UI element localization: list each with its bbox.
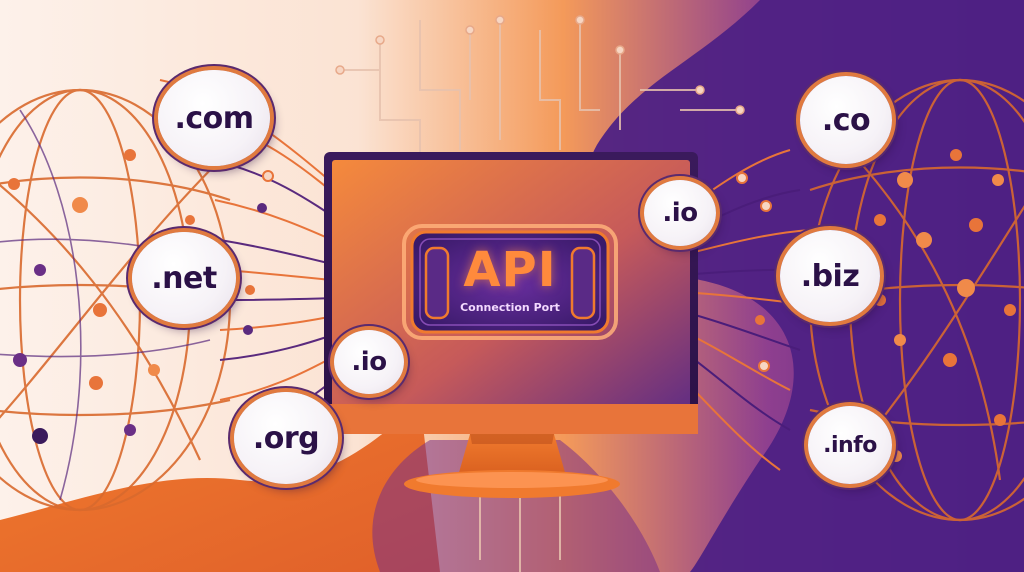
- domain-badge-io-upper: .io: [644, 180, 716, 246]
- api-port: [402, 224, 618, 340]
- left-globe-nodes: [8, 149, 195, 444]
- floor-shadow: [372, 440, 660, 572]
- monitor-stand-neck: [458, 434, 566, 476]
- domain-label: .io: [662, 198, 698, 228]
- domain-label: .io: [351, 347, 387, 377]
- domain-label: .net: [151, 260, 217, 296]
- domain-badge-com: .com: [158, 70, 270, 166]
- domain-label: .com: [174, 100, 254, 136]
- right-globe-nodes: [874, 149, 1016, 462]
- domain-badge-org: .org: [234, 392, 338, 484]
- orange-wave: [0, 400, 440, 572]
- monitor-chin: [324, 404, 698, 434]
- domain-badge-io-lower: .io: [334, 330, 404, 394]
- circuit-nodes: [335, 15, 745, 115]
- domain-label: .co: [821, 102, 871, 138]
- domain-label: .info: [823, 432, 877, 458]
- domain-badge-info: .info: [808, 406, 892, 484]
- domain-badge-net: .net: [132, 232, 236, 324]
- api-title: API: [463, 242, 557, 298]
- domain-badge-co: .co: [800, 76, 892, 164]
- domain-label: .org: [252, 420, 320, 456]
- api-subtitle: Connection Port: [460, 301, 560, 314]
- domain-label: .biz: [800, 258, 860, 294]
- domain-badge-biz: .biz: [780, 230, 880, 322]
- cable-end-nodes: [243, 170, 772, 372]
